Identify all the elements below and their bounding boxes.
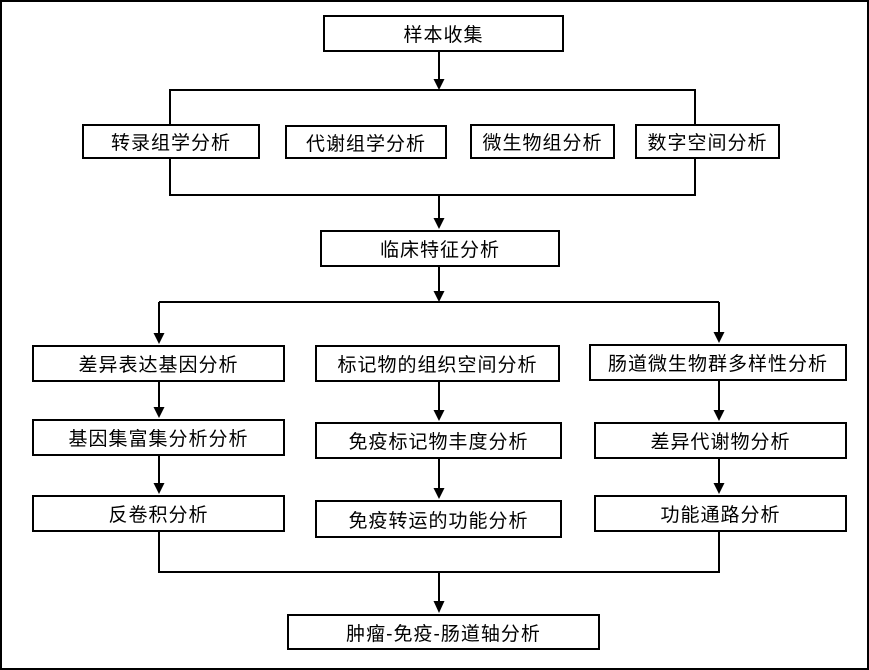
- node-microbiome-analysis: 微生物组分析: [470, 124, 615, 159]
- node-differential-metabolite-analysis: 差异代谢物分析: [594, 422, 847, 459]
- node-tumor-immune-gut-axis-analysis: 肿瘤-免疫-肠道轴分析: [287, 614, 600, 650]
- node-differential-gene-expression-analysis: 差异表达基因分析: [32, 345, 285, 382]
- edge-omics-panel-to-clinical: [433, 195, 445, 229]
- edge-marker-spatial-to-immune-abundance: [433, 382, 445, 421]
- edge-branch-to-gut-diversity: [713, 302, 725, 343]
- edge-sample-to-omics-panel: [433, 52, 445, 90]
- node-metabolomics-analysis: 代谢组学分析: [285, 125, 447, 159]
- node-gene-set-enrichment-analysis: 基因集富集分析分析: [32, 419, 285, 456]
- node-marker-tissue-spatial-analysis: 标记物的组织空间分析: [315, 345, 560, 382]
- edge-diff-metabolite-to-pathway: [713, 459, 725, 494]
- node-clinical-feature-analysis: 临床特征分析: [320, 230, 560, 267]
- node-digital-spatial-analysis: 数字空间分析: [635, 124, 780, 159]
- node-immune-transport-function-analysis: 免疫转运的功能分析: [315, 500, 562, 538]
- node-sample-collection: 样本收集: [323, 15, 564, 52]
- edge-deg-to-gsea: [153, 382, 165, 418]
- edge-join-to-axis: [433, 572, 445, 613]
- node-immune-marker-abundance-analysis: 免疫标记物丰度分析: [315, 422, 562, 459]
- edge-gsea-to-deconvolution: [153, 456, 165, 494]
- edge-clinical-to-branch: [433, 267, 445, 302]
- edge-branch-to-deg: [153, 302, 165, 344]
- node-gut-microbiota-diversity-analysis: 肠道微生物群多样性分析: [589, 344, 847, 381]
- node-functional-pathway-analysis: 功能通路分析: [594, 495, 847, 532]
- edge-immune-abundance-to-immune-transport: [433, 459, 445, 499]
- node-deconvolution-analysis: 反卷积分析: [32, 495, 285, 532]
- edge-gut-diversity-to-diff-metabolite: [713, 381, 725, 421]
- node-transcriptomics-analysis: 转录组学分析: [82, 124, 260, 159]
